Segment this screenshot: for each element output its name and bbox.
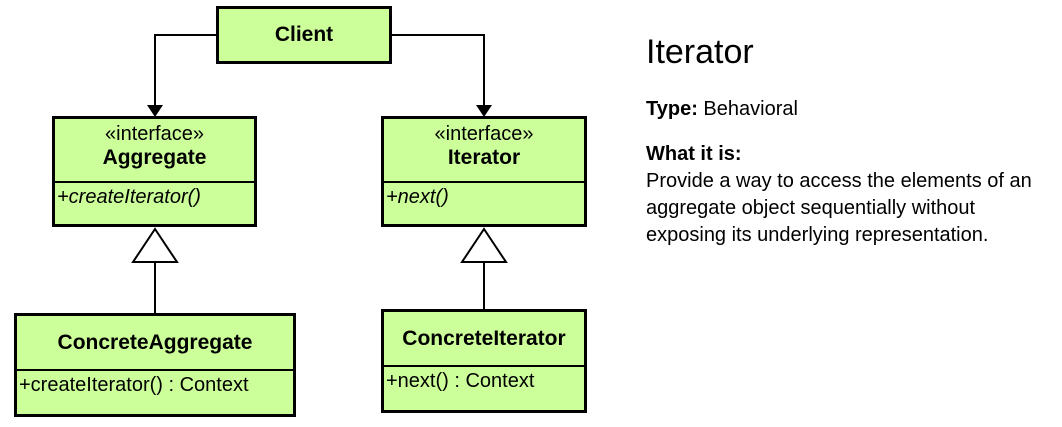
iterator-name: Iterator — [447, 146, 521, 169]
aggregate-box: «interface» Aggregate +createIterator() — [52, 116, 257, 227]
type-label: Type: — [646, 98, 698, 120]
connectors — [131, 34, 508, 315]
type-line: Type: Behavioral — [646, 96, 1056, 123]
uml-diagram: Client «interface» Aggregate +createIter… — [14, 6, 587, 417]
iterator-header: «interface» Iterator — [384, 119, 584, 183]
concrete-aggregate-name: ConcreteAggregate — [17, 316, 293, 371]
iterator-stereotype: «interface» — [434, 123, 534, 145]
concrete-aggregate-box: ConcreteAggregate +createIterator() : Co… — [14, 313, 296, 417]
iterator-operation: +next() — [386, 186, 449, 208]
what-it-is-text: Provide a way to access the elements of … — [646, 170, 1032, 246]
what-it-is-label: What it is: — [646, 143, 742, 165]
arrowhead-iterator — [476, 105, 492, 117]
aggregate-name: Aggregate — [102, 146, 207, 169]
aggregate-stereotype: «interface» — [105, 123, 204, 145]
aggregate-operation: +createIterator() — [57, 186, 201, 208]
type-value: Behavioral — [703, 98, 798, 120]
iterator-box: «interface» Iterator +next() — [381, 116, 587, 227]
client-to-aggregate-arrow — [154, 34, 218, 108]
iterator-realization-triangle — [460, 227, 508, 263]
client-name: Client — [274, 23, 334, 47]
concrete-iterator-box: ConcreteIterator +next() : Context — [381, 309, 587, 413]
arrowhead-aggregate — [147, 105, 163, 117]
aggregate-realization-triangle — [131, 227, 179, 263]
description-panel: Iterator Type: Behavioral What it is: Pr… — [646, 30, 1056, 249]
concrete-iterator-name: ConcreteIterator — [384, 312, 584, 367]
concrete-aggregate-operation: +createIterator() : Context — [19, 374, 249, 396]
client-to-iterator-arrow — [390, 34, 485, 108]
pattern-title: Iterator — [646, 33, 754, 71]
concrete-iterator-operation: +next() : Context — [386, 370, 535, 392]
client-box: Client — [216, 6, 392, 64]
aggregate-header: «interface» Aggregate — [55, 119, 254, 183]
